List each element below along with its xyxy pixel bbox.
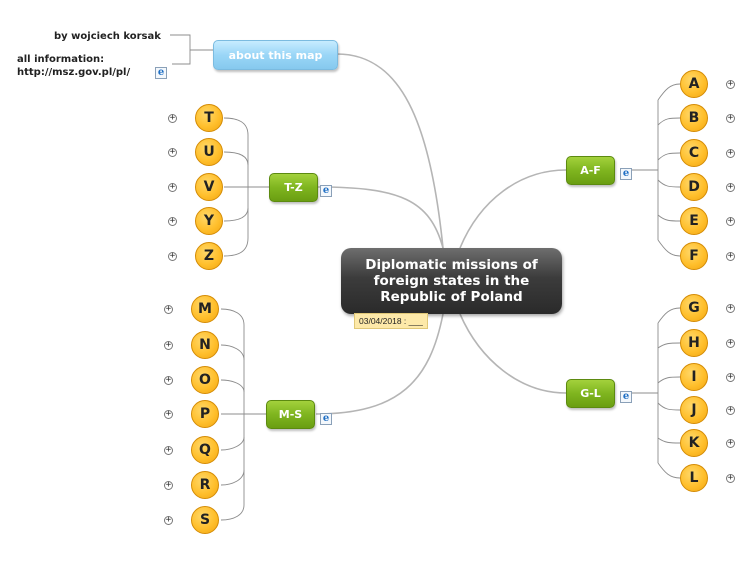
branch-m-s-label: M-S bbox=[278, 408, 303, 421]
plus-expand-icon[interactable]: + bbox=[726, 113, 735, 123]
branch-t-z[interactable]: T-Z bbox=[269, 173, 318, 202]
about-this-map-button[interactable]: about this map bbox=[213, 40, 338, 70]
branch-a-f[interactable]: A-F bbox=[566, 156, 615, 185]
connector-af bbox=[459, 169, 567, 249]
branch-t-z-label: T-Z bbox=[284, 181, 303, 194]
internet-explorer-link-icon[interactable]: e bbox=[155, 67, 167, 79]
letter-s[interactable]: S bbox=[191, 506, 219, 534]
central-topic-title: Diplomatic missions of foreign states in… bbox=[365, 257, 538, 305]
letter-n[interactable]: N bbox=[191, 331, 219, 359]
plus-expand-icon[interactable]: + bbox=[726, 216, 735, 226]
plus-expand-icon[interactable]: + bbox=[726, 182, 735, 192]
connector-ms bbox=[315, 313, 444, 415]
letter-j[interactable]: J bbox=[680, 396, 708, 424]
letter-q[interactable]: Q bbox=[191, 436, 219, 464]
plus-expand-icon[interactable]: + bbox=[726, 303, 735, 313]
about-this-map-label: about this map bbox=[228, 48, 323, 62]
plus-expand-icon[interactable]: + bbox=[164, 445, 173, 455]
letter-y[interactable]: Y bbox=[195, 207, 223, 235]
branch-g-l-label: G-L bbox=[580, 387, 601, 400]
letter-c[interactable]: C bbox=[680, 139, 708, 167]
letter-t[interactable]: T bbox=[195, 104, 223, 132]
plus-expand-icon[interactable]: + bbox=[726, 405, 735, 415]
letter-k[interactable]: K bbox=[680, 429, 708, 457]
connector-gl bbox=[459, 313, 567, 394]
plus-expand-icon[interactable]: + bbox=[164, 304, 173, 314]
letter-o[interactable]: O bbox=[191, 366, 219, 394]
plus-expand-icon[interactable]: + bbox=[168, 251, 177, 261]
branch-g-l[interactable]: G-L bbox=[566, 379, 615, 408]
internet-explorer-link-icon[interactable]: e bbox=[320, 413, 332, 425]
letter-m[interactable]: M bbox=[191, 295, 219, 323]
letter-p[interactable]: P bbox=[191, 400, 219, 428]
letter-l[interactable]: L bbox=[680, 464, 708, 492]
letter-r[interactable]: R bbox=[191, 471, 219, 499]
letter-g[interactable]: G bbox=[680, 294, 708, 322]
letter-f[interactable]: F bbox=[680, 242, 708, 270]
internet-explorer-link-icon[interactable]: e bbox=[620, 391, 632, 403]
plus-expand-icon[interactable]: + bbox=[726, 473, 735, 483]
plus-expand-icon[interactable]: + bbox=[164, 515, 173, 525]
plus-expand-icon[interactable]: + bbox=[164, 340, 173, 350]
author-note: by wojciech korsak bbox=[54, 31, 161, 42]
info-label: all information: bbox=[17, 54, 105, 65]
internet-explorer-link-icon[interactable]: e bbox=[320, 185, 332, 197]
plus-expand-icon[interactable]: + bbox=[726, 79, 735, 89]
letter-i[interactable]: I bbox=[680, 363, 708, 391]
letter-e[interactable]: E bbox=[680, 207, 708, 235]
connector-about bbox=[336, 53, 444, 249]
letter-d[interactable]: D bbox=[680, 173, 708, 201]
plus-expand-icon[interactable]: + bbox=[168, 182, 177, 192]
plus-expand-icon[interactable]: + bbox=[164, 409, 173, 419]
plus-expand-icon[interactable]: + bbox=[726, 338, 735, 348]
connector-tz bbox=[317, 186, 444, 249]
plus-expand-icon[interactable]: + bbox=[726, 438, 735, 448]
plus-expand-icon[interactable]: + bbox=[726, 148, 735, 158]
letter-h[interactable]: H bbox=[680, 329, 708, 357]
branch-a-f-label: A-F bbox=[580, 164, 601, 177]
internet-explorer-link-icon[interactable]: e bbox=[620, 168, 632, 180]
plus-expand-icon[interactable]: + bbox=[168, 113, 177, 123]
info-url: http://msz.gov.pl/pl/ bbox=[17, 67, 131, 78]
letter-v[interactable]: V bbox=[195, 173, 223, 201]
letter-a[interactable]: A bbox=[680, 70, 708, 98]
date-tag: 03/04/2018 : ___ bbox=[354, 313, 428, 329]
plus-expand-icon[interactable]: + bbox=[726, 251, 735, 261]
plus-expand-icon[interactable]: + bbox=[164, 375, 173, 385]
letter-u[interactable]: U bbox=[195, 138, 223, 166]
branch-m-s[interactable]: M-S bbox=[266, 400, 315, 429]
plus-expand-icon[interactable]: + bbox=[726, 372, 735, 382]
central-topic[interactable]: Diplomatic missions of foreign states in… bbox=[341, 248, 562, 314]
plus-expand-icon[interactable]: + bbox=[164, 480, 173, 490]
letter-b[interactable]: B bbox=[680, 104, 708, 132]
plus-expand-icon[interactable]: + bbox=[168, 216, 177, 226]
letter-z[interactable]: Z bbox=[195, 242, 223, 270]
plus-expand-icon[interactable]: + bbox=[168, 147, 177, 157]
